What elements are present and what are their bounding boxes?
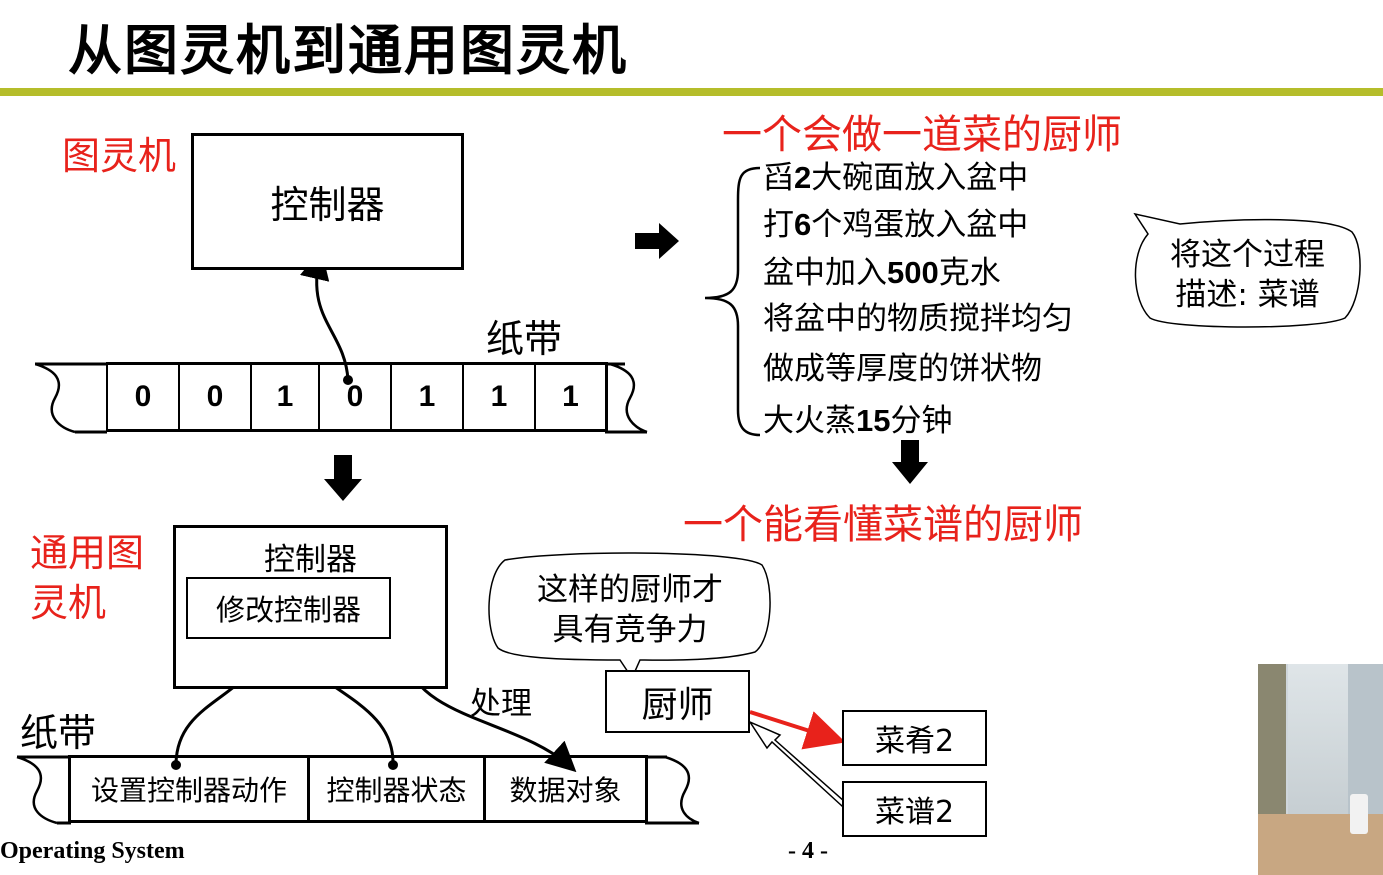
utm-tape-cell: 控制器状态 [307,758,483,820]
utm-tape-label: 纸带 [20,711,97,755]
recipe-chef-arrow [748,720,847,808]
utm-controller-label: 控制器 [264,542,357,578]
callout-line: 这样的厨师才 [537,572,723,608]
chef-title-2: 一个能看懂菜谱的厨师 [683,502,1083,548]
recipe-box: 菜谱2 [842,781,987,837]
recipe-step: 盆中加入500克水 [763,255,1001,291]
steps-brace [704,166,761,437]
callout-line: 将这个过程 [1170,237,1325,273]
down-arrow-icon [324,455,362,501]
webcam-overlay [1258,664,1383,875]
utm-controller-box: 控制器 修改控制器 [173,525,448,689]
process-callout-shape [1133,212,1361,328]
modify-controller-box: 修改控制器 [186,577,391,639]
competitive-callout-shape [488,552,771,680]
tape-cell: 1 [534,365,605,429]
tape-cell: 0 [178,365,250,429]
dish-box: 菜肴2 [842,710,987,766]
process-callout: 将这个过程 描述: 菜谱 [1150,235,1345,315]
utm-tape-cell: 设置控制器动作 [90,774,287,807]
tape-cell: 1 [250,365,318,429]
recipe-step: 打6个鸡蛋放入盆中 [763,207,1029,243]
tape-cell: 1 [390,365,462,429]
recipe-step: 舀2大碗面放入盆中 [763,160,1029,196]
utm-label-line2: 灵机 [30,581,107,625]
controller-label: 控制器 [270,183,385,227]
down-arrow-icon [892,440,928,484]
utm-tape-cell: 数据对象 [483,758,645,820]
chef-box: 厨师 [605,670,750,733]
title-divider [0,88,1383,96]
page-number: - 4 - [788,838,828,864]
footer-course: Operating System [0,838,185,864]
tape-ends [35,362,648,434]
right-arrow-icon [635,223,679,259]
tape-label: 纸带 [486,317,563,361]
turing-machine-label: 图灵机 [62,134,177,178]
slide-title: 从图灵机到通用图灵机 [68,19,628,82]
chef-title-1: 一个会做一道菜的厨师 [722,112,1122,158]
competitive-callout: 这样的厨师才 具有竞争力 [500,570,760,650]
recipe-step: 做成等厚度的饼状物 [763,351,1042,387]
tape-cell: 0 [318,365,390,429]
chef-dish-arrow [749,710,846,750]
utm-tape: 设置控制器动作 控制器状态 数据对象 [68,755,648,823]
process-label: 处理 [470,686,532,722]
tape-cell: 1 [462,365,534,429]
tape-cell: 0 [106,365,178,429]
tape: 0 0 1 0 1 1 1 [106,362,608,432]
callout-line: 描述: 菜谱 [1175,277,1320,313]
utm-tape-ends [16,755,700,825]
utm-label-line1: 通用图 [30,531,145,575]
recipe-step: 大火蒸15分钟 [763,403,953,439]
callout-line: 具有竞争力 [552,612,708,648]
controller-box: 控制器 [191,133,464,270]
recipe-step: 将盆中的物质搅拌均匀 [763,301,1073,337]
